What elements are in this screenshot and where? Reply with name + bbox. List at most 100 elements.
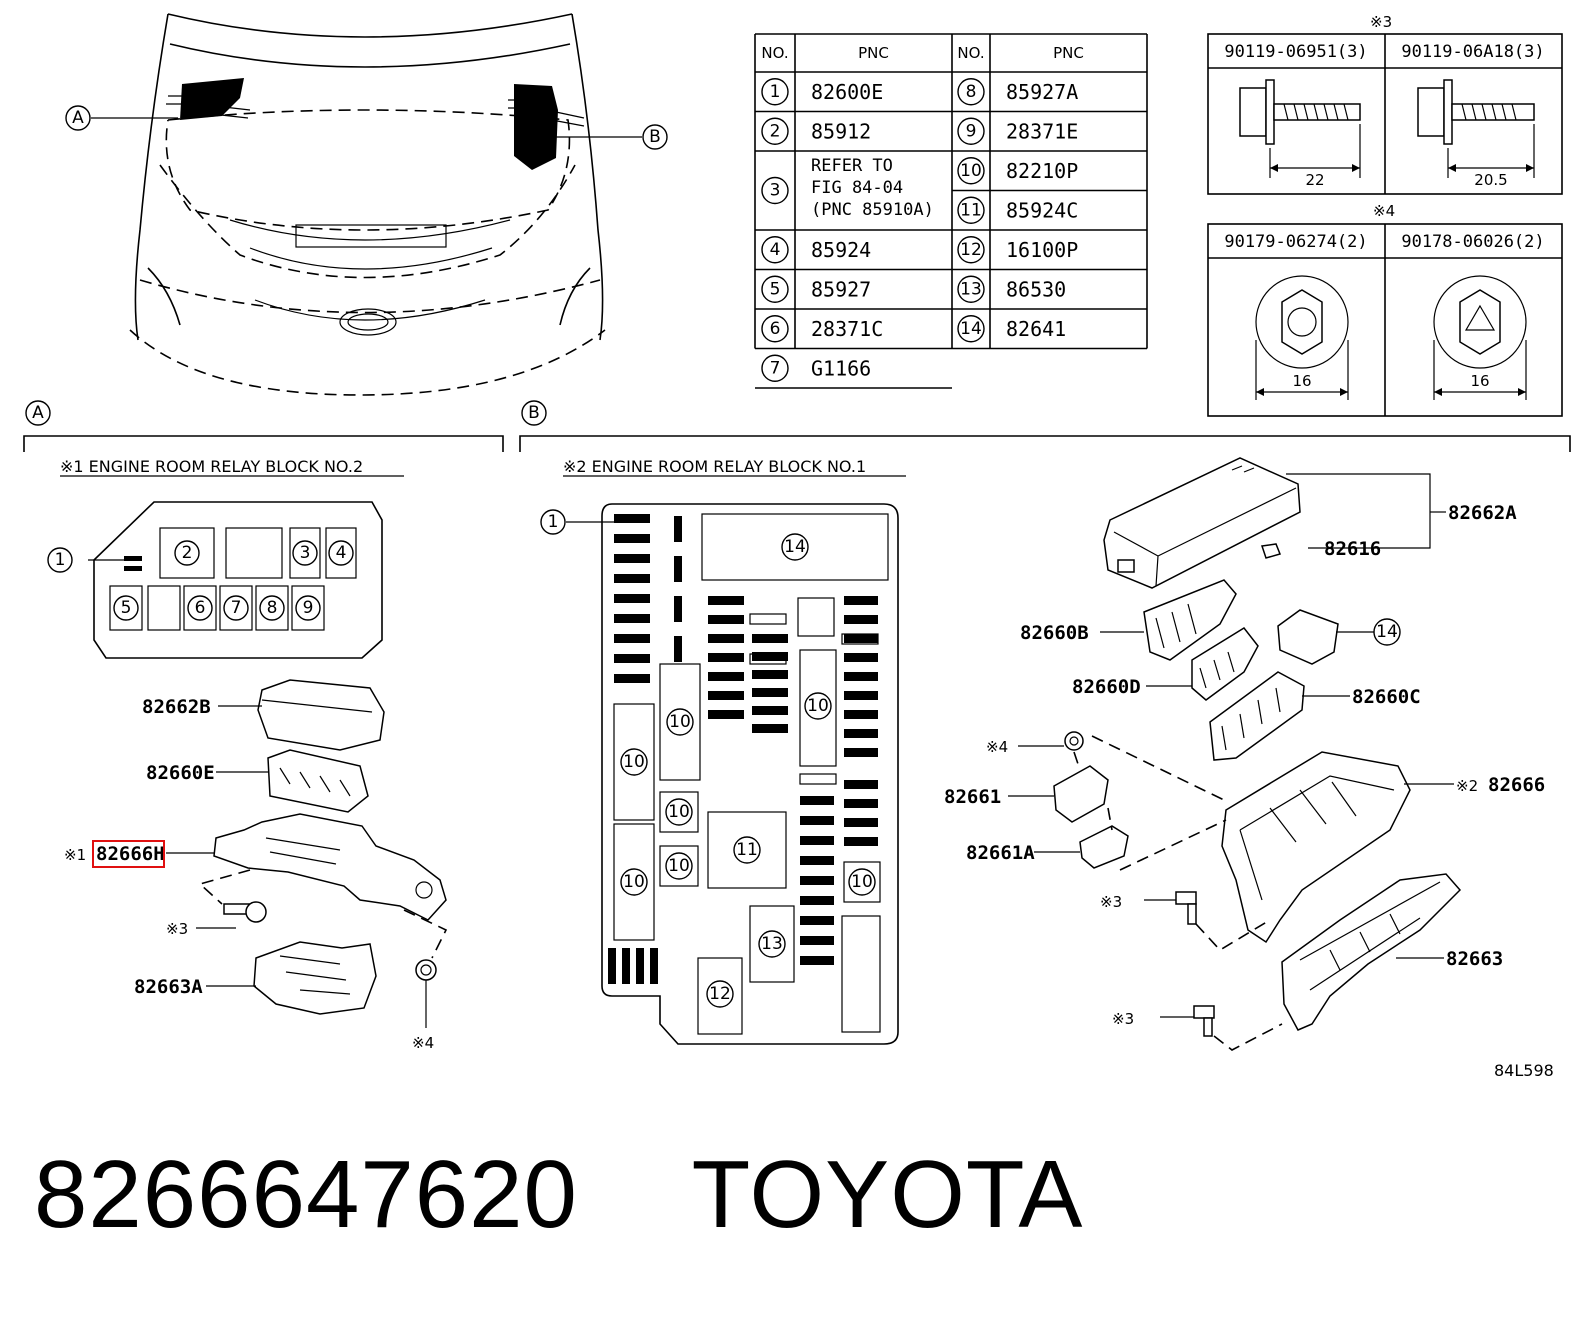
row-number: 10 [960,161,982,181]
mark3-label-b2: ※3 [1112,1010,1134,1028]
row-number: 8 [966,82,977,102]
row-number: 1 [770,82,781,102]
bolt2-part-number: 90119-06A18(3) [1401,42,1544,62]
row-pnc: 16100P [1006,238,1078,262]
callout-b: B [649,127,661,147]
mark2-label: ※2 [1456,777,1478,795]
label-82661A: 82661A [966,842,1035,864]
label-82662B: 82662B [142,696,211,718]
svg-text:6: 6 [195,598,206,618]
section-a-marker: A [32,403,44,423]
fuse [752,634,788,643]
fuse [708,615,744,624]
fuse [708,653,744,662]
fuse [844,672,878,681]
label-82616: 82616 [1324,538,1381,560]
fuse [844,837,878,846]
row-pnc: 28371C [811,317,883,341]
fuse [800,876,834,885]
fuse [800,936,834,945]
section-b-title: ※2 ENGINE ROOM RELAY BLOCK NO.1 [563,457,866,476]
fuse [844,729,878,738]
fasteners-panel: ※3 90119-06951(3) 90119-06A18(3) 22 [1207,13,1563,417]
row-pnc: 82210P [1006,159,1078,183]
table-header-pnc: PNC [858,44,889,62]
mark3-label-b1: ※3 [1100,893,1122,911]
svg-text:1: 1 [55,550,66,570]
note3-label: ※3 [1370,13,1392,31]
fuse [752,670,788,679]
row-number: 14 [960,319,982,339]
fuse [636,948,644,984]
fuse [674,516,682,542]
svg-text:10: 10 [851,872,873,892]
row-pnc: 85924 [811,238,871,262]
fuse [614,534,650,543]
fuse [752,724,788,733]
row-number: 13 [960,279,982,299]
callout-a: A [72,108,84,128]
section-a-header: A ※1 ENGINE ROOM RELAY BLOCK NO.2 [23,400,504,477]
fuse [614,554,650,563]
row-pnc: 82600E [811,80,883,104]
footer-part-number: 8266647620 [34,1141,578,1248]
fuse [844,748,878,757]
fuse [614,594,650,603]
nut2-part-number: 90178-06026(2) [1401,232,1544,252]
svg-text:7: 7 [231,598,242,618]
fuse [844,634,878,643]
svg-text:14: 14 [1376,622,1398,642]
fuse [800,796,834,805]
label-82660B: 82660B [1020,622,1089,644]
svg-text:10: 10 [623,752,645,772]
svg-text:5: 5 [121,598,132,618]
table-header-no: NO. [761,44,788,62]
fuse [614,514,650,523]
note4-label: ※4 [1373,202,1395,220]
fuse [844,818,878,827]
row-number: 4 [770,240,781,260]
nut1-drawing: 16 [1255,275,1349,400]
row-number: 9 [966,121,977,141]
nut1-part-number: 90179-06274(2) [1224,232,1367,252]
highlight-82666H [92,840,165,868]
row-number: 3 [770,181,781,201]
svg-text:13: 13 [761,934,783,954]
mark4-label-a: ※4 [412,1034,434,1052]
fuse [800,956,834,965]
bolt1-part-number: 90119-06951(3) [1224,42,1367,62]
fuse [708,672,744,681]
row-pnc: 85924C [1006,198,1078,222]
relay-block-no1-layout: 1 14 10 10 10 10 10 10 11 10 13 12 [540,503,899,1045]
fuse [674,596,682,622]
fuse [608,948,616,984]
row-pnc: FIG 84-04 [811,178,903,198]
fuse [708,710,744,719]
label-82663: 82663 [1446,948,1503,970]
mark1-label: ※1 [64,846,86,864]
label-82663A: 82663A [134,976,203,998]
label-82666: 82666 [1488,774,1545,796]
fuse [844,691,878,700]
row-pnc: 85912 [811,119,871,143]
row-number: 11 [960,200,982,220]
row-pnc: 85927 [811,277,871,301]
svg-text:10: 10 [668,856,690,876]
svg-text:9: 9 [303,598,314,618]
fuse [708,634,744,643]
fuse [844,799,878,808]
svg-text:1: 1 [548,512,559,532]
svg-text:3: 3 [300,543,311,563]
fuse [708,596,744,605]
fuse [800,856,834,865]
row-number: 5 [770,279,781,299]
svg-text:12: 12 [709,984,731,1004]
svg-text:2: 2 [182,543,193,563]
fuse [800,916,834,925]
label-82662A: 82662A [1448,502,1517,524]
row-number: 6 [770,319,781,339]
footer-brand: TOYOTA [691,1141,1084,1248]
bolt1-drawing: 22 [1239,79,1361,189]
fuse [614,654,650,663]
fuse [614,674,650,683]
